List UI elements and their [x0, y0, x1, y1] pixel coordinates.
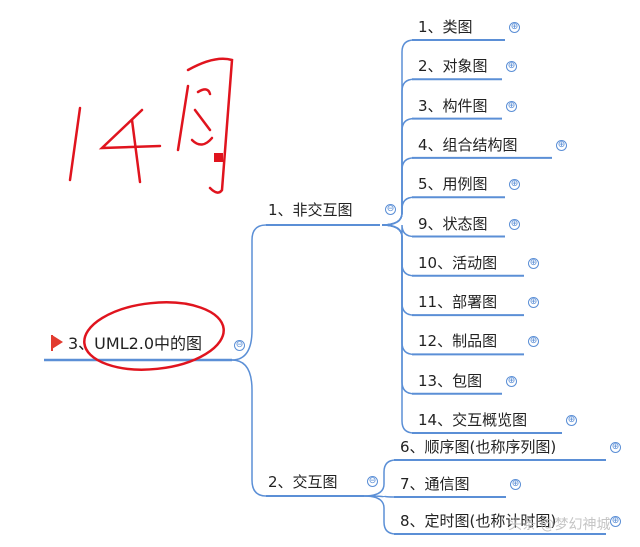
leaf-connector — [381, 224, 415, 434]
leaf-node-label[interactable]: 11、部署图 — [418, 293, 498, 312]
leaf-node-label[interactable]: 1、类图 — [418, 18, 473, 36]
leaf-expand-icon[interactable]: ⊕ — [509, 22, 520, 33]
connector-branch-2 — [231, 359, 267, 497]
leaf-connector — [381, 157, 415, 226]
ink-circle — [83, 301, 225, 371]
leaf-node-label[interactable]: 3、构件图 — [418, 96, 488, 115]
leaf-node-label[interactable]: 5、用例图 — [418, 175, 488, 194]
leaf-expand-icon[interactable]: ⊕ — [528, 336, 539, 348]
leaf-expand-icon[interactable]: ⊕ — [509, 218, 520, 230]
leaf-node-label[interactable]: 4、组合结构图 — [418, 135, 518, 154]
ink-stroke-frame-left — [176, 84, 190, 152]
handwritten-annotation — [68, 57, 234, 371]
leaf-connectors-group-1 — [381, 39, 415, 434]
leaf-node-label[interactable]: 12、制品图 — [418, 332, 498, 351]
ink-cursor-marker — [214, 153, 223, 162]
flag-icon — [52, 335, 63, 349]
leaf-expand-icon[interactable]: ⊕ — [556, 139, 567, 151]
leaf-connector — [381, 224, 415, 238]
ink-stroke-inner-3 — [190, 136, 214, 146]
ink-stroke-4a — [98, 108, 162, 150]
leaf-node-label[interactable]: 13、包图 — [418, 371, 483, 390]
leaf-expand-icon[interactable]: ⊕ — [528, 297, 539, 309]
leaf-expand-icon[interactable]: ⊕ — [506, 375, 517, 387]
leaf-node-label[interactable]: 8、定时图(也称计时图) — [400, 512, 557, 530]
root-collapse-icon[interactable]: ⊖ — [234, 340, 245, 351]
leaf-expand-icon[interactable]: ⊕ — [610, 516, 621, 527]
connector-branch-1 — [231, 224, 267, 361]
leaf-node-label[interactable]: 2、对象图 — [418, 57, 488, 76]
leaf-connector — [381, 224, 415, 277]
branch-node-non-interaction[interactable]: 1、非交互图 — [268, 201, 353, 219]
leaf-expand-icon[interactable]: ⊕ — [510, 479, 521, 490]
ink-stroke-inner-2 — [193, 108, 212, 132]
watermark-text: 头条 @梦幻神城 — [508, 517, 611, 533]
leaf-connector — [381, 224, 415, 395]
leaf-expand-icon[interactable]: ⊕ — [506, 61, 517, 73]
branch-2-collapse-icon[interactable]: ⊖ — [367, 476, 378, 487]
leaf-node-label[interactable]: 14、交互概览图 — [418, 411, 528, 429]
leaf-connector — [381, 224, 415, 316]
leaf-node-label[interactable]: 10、活动图 — [418, 253, 498, 272]
leaf-connectors-group-2 — [363, 459, 397, 535]
leaf-underlines-group-2 — [394, 459, 606, 535]
leaf-expand-icon[interactable]: ⊕ — [566, 415, 577, 426]
leaf-node-label[interactable]: 6、顺序图(也称序列图) — [400, 438, 557, 456]
leaf-expand-icon[interactable]: ⊕ — [509, 179, 520, 191]
leaf-expand-icon[interactable]: ⊕ — [610, 442, 621, 453]
leaf-connector — [363, 495, 397, 535]
leaf-connector — [381, 196, 415, 226]
leaf-connector — [381, 224, 415, 356]
branch-1-collapse-icon[interactable]: ⊖ — [385, 204, 396, 215]
leaf-node-label[interactable]: 9、状态图 — [418, 214, 488, 233]
leaf-expand-icon[interactable]: ⊕ — [528, 257, 539, 269]
leaf-node-label[interactable]: 7、通信图 — [400, 475, 470, 493]
ink-stroke-1 — [68, 106, 82, 182]
leaf-expand-icon[interactable]: ⊕ — [506, 100, 517, 112]
ink-stroke-inner-1 — [196, 88, 212, 96]
leaf-connector — [363, 495, 397, 498]
root-node-label[interactable]: 3、UML2.0中的图 — [68, 334, 203, 353]
ink-stroke-frame-right — [186, 57, 234, 194]
leaf-connector — [363, 459, 397, 497]
leaf-underlines-group-1 — [412, 39, 562, 434]
ink-stroke-4b — [130, 118, 142, 184]
branch-node-interaction[interactable]: 2、交互图 — [268, 473, 338, 491]
